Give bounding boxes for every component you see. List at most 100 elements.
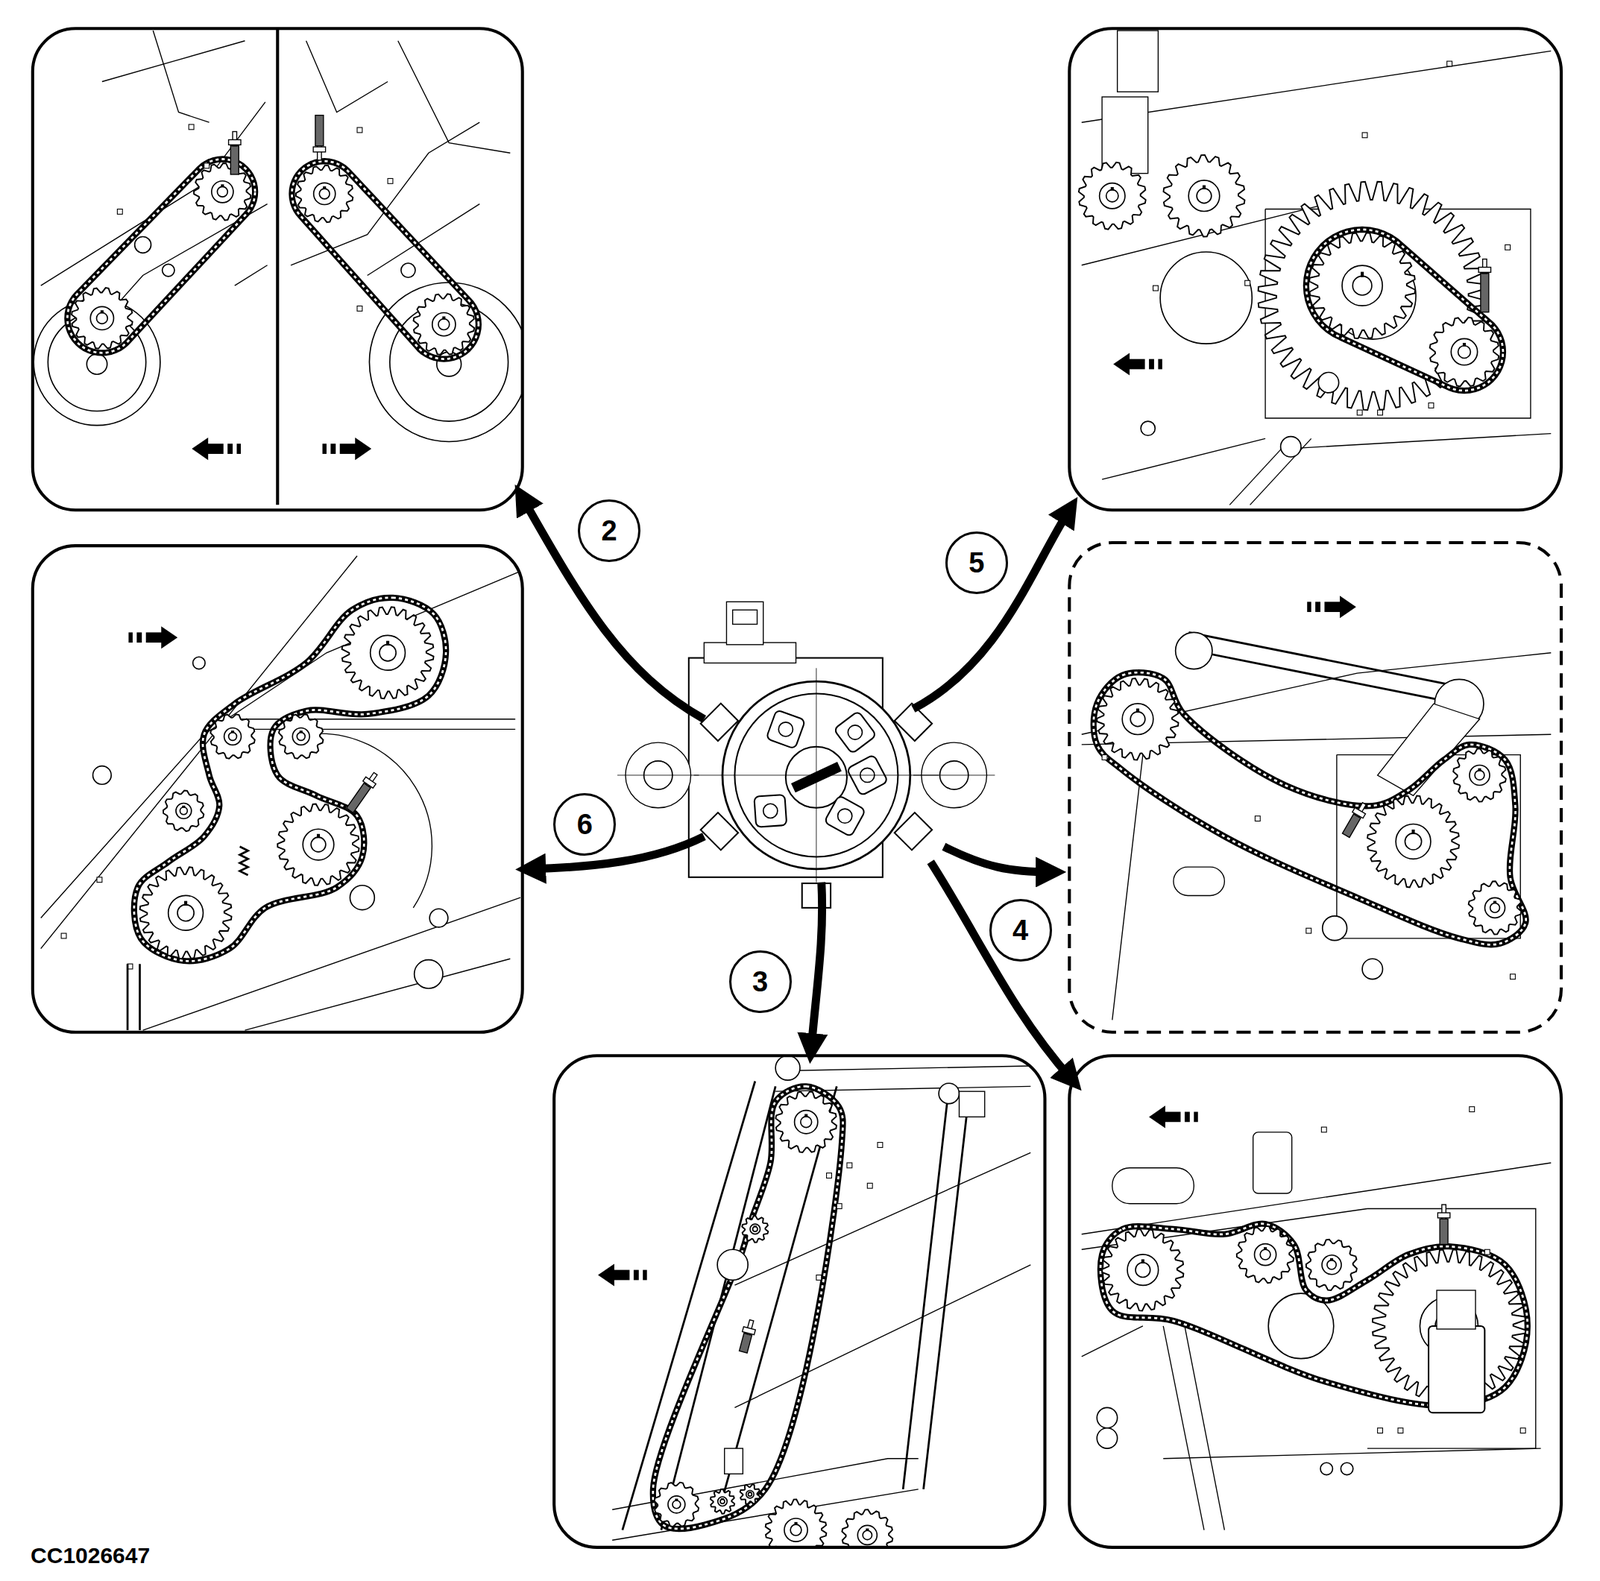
- sprocket: [278, 714, 323, 759]
- sprocket: [277, 803, 359, 885]
- sprocket-hub: [292, 728, 310, 746]
- frame-line: [622, 1081, 756, 1530]
- part-outline: [1140, 421, 1155, 436]
- chain-links: [1306, 229, 1504, 391]
- shaft: [379, 644, 396, 662]
- sprocket: [765, 1500, 827, 1548]
- rivet: [1505, 244, 1511, 250]
- rivet: [1356, 410, 1363, 416]
- arrow-dash: [1193, 1112, 1198, 1123]
- direction-arrow: [1306, 595, 1357, 619]
- sprocket-hub: [313, 182, 336, 205]
- sprocket-hub: [1450, 338, 1477, 365]
- shaft: [216, 186, 228, 197]
- arrow-body: [1164, 1112, 1181, 1123]
- input-shaft: [726, 601, 763, 645]
- chain-tensioner: [1437, 1204, 1450, 1245]
- sprocket-hub: [1127, 1254, 1159, 1287]
- sprocket-hub: [432, 313, 456, 337]
- sprocket-hub: [1099, 183, 1126, 209]
- rivet: [1447, 61, 1453, 67]
- shaft: [1135, 1263, 1151, 1278]
- sprocket: [775, 1091, 837, 1153]
- arrow-head: [354, 437, 372, 461]
- clutch-block: [753, 794, 787, 828]
- part-outline: [349, 885, 375, 911]
- chain: [291, 161, 478, 359]
- frame-line: [1285, 433, 1551, 450]
- chain: [134, 597, 446, 962]
- motor-top: [1436, 1290, 1476, 1330]
- sprocket-hub: [168, 895, 204, 931]
- frame-line: [244, 958, 510, 1031]
- rivet: [877, 1142, 883, 1149]
- sprocket: [841, 1509, 893, 1548]
- panel-content: [1078, 30, 1551, 505]
- callout-circle: 5: [945, 531, 1009, 595]
- arrow-head: [161, 626, 178, 649]
- direction-arrow: [1113, 352, 1163, 376]
- sprocket: [710, 1489, 735, 1515]
- slot: [1112, 1168, 1194, 1205]
- shaft: [753, 1227, 758, 1232]
- rivet: [117, 209, 123, 215]
- tensioner-spring: [315, 115, 324, 147]
- callout-circle: 4: [989, 899, 1053, 962]
- arrow-dash: [136, 632, 142, 643]
- shaft: [1458, 345, 1472, 359]
- sprocket: [1453, 748, 1507, 802]
- chain-links: [67, 158, 255, 353]
- frame-line: [138, 964, 141, 1031]
- part-outline: [1340, 1462, 1353, 1475]
- sprocket: [1101, 1229, 1184, 1311]
- cylinder: [1117, 30, 1159, 92]
- shaft: [862, 1530, 872, 1540]
- arrow-dash: [330, 443, 336, 455]
- shaft: [672, 1500, 681, 1510]
- chain: [1093, 672, 1527, 945]
- part-outline: [1096, 1428, 1117, 1449]
- shaft: [310, 837, 326, 853]
- clutch-block: [823, 795, 866, 838]
- shaft: [1490, 902, 1501, 913]
- shaft: [179, 807, 188, 815]
- rivet: [1254, 816, 1261, 822]
- sprocket: [1468, 881, 1522, 935]
- part-outline: [1362, 958, 1383, 979]
- chain-tensioner: [1340, 800, 1370, 839]
- shaft: [1106, 190, 1119, 203]
- input-shaft-housing: [703, 642, 796, 663]
- shaft: [720, 1499, 725, 1504]
- sprocket: [295, 165, 353, 223]
- rivet: [1321, 1127, 1327, 1133]
- keyway: [220, 184, 224, 188]
- arrow-head: [1113, 352, 1130, 376]
- keyway: [1202, 184, 1206, 189]
- frame-line: [1163, 1326, 1205, 1531]
- part-outline: [775, 1055, 800, 1081]
- callout-circle: 3: [729, 950, 792, 1014]
- arrow-dash: [1184, 1112, 1190, 1123]
- frame-line: [1183, 1321, 1225, 1531]
- part-outline: [86, 354, 107, 375]
- sprocket-hub: [1122, 703, 1154, 736]
- chain-tensioner: [228, 131, 241, 175]
- keyway: [1141, 1259, 1145, 1264]
- sprocket: [1078, 162, 1146, 230]
- panel-border: [1069, 542, 1562, 1033]
- direction-arrow: [322, 437, 372, 461]
- bracket: [959, 1091, 985, 1117]
- rivet: [1362, 132, 1368, 138]
- arrow-dash: [237, 443, 241, 455]
- keyway: [865, 1529, 869, 1532]
- motor: [1428, 1326, 1485, 1413]
- detail-panel: [553, 1055, 1045, 1561]
- slot: [1173, 867, 1225, 896]
- rivet: [1153, 285, 1159, 291]
- part-outline: [1175, 632, 1213, 669]
- sprocket: [740, 1484, 761, 1505]
- keyway: [316, 834, 320, 839]
- arrow-head: [191, 437, 209, 461]
- part-outline: [763, 803, 778, 818]
